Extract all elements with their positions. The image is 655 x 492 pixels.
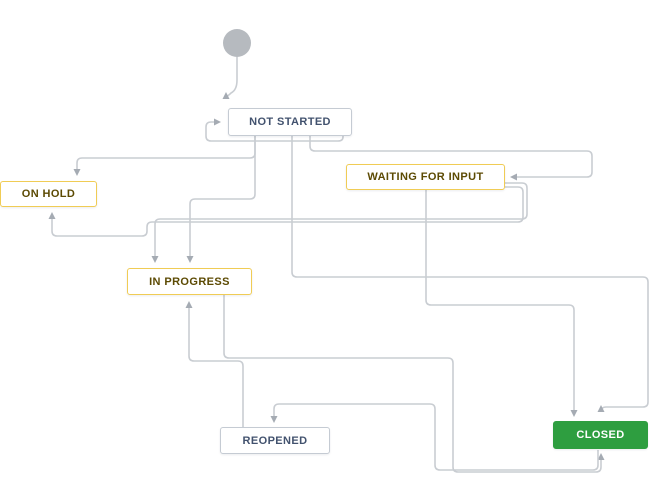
edge-closed-to-reopened [270, 403, 599, 471]
node-not-started[interactable]: NOT STARTED [228, 108, 352, 136]
edge-not-started-to-closed [291, 136, 649, 413]
node-not-started-label: NOT STARTED [249, 116, 331, 128]
node-closed[interactable]: CLOSED [553, 421, 648, 449]
edge-not-started-to-in-progress [186, 136, 256, 263]
node-in-progress-label: IN PROGRESS [149, 275, 230, 288]
start-node-circle[interactable] [223, 29, 251, 57]
edge-start-to-not-started [222, 57, 238, 100]
node-reopened[interactable]: REOPENED [220, 427, 330, 454]
node-closed-label: CLOSED [576, 429, 625, 441]
node-waiting-for-input[interactable]: WAITING FOR INPUT [346, 164, 505, 190]
node-reopened-label: REOPENED [242, 434, 308, 447]
edge-in-progress-to-closed [223, 295, 605, 473]
edge-waiting-for-input-to-in-progress [151, 182, 528, 263]
edge-waiting-for-input-to-closed [425, 190, 578, 417]
edge-not-started-self-loop [205, 118, 344, 142]
node-in-progress[interactable]: IN PROGRESS [127, 268, 252, 295]
node-waiting-for-input-label: WAITING FOR INPUT [367, 171, 484, 183]
node-on-hold-label: ON HOLD [21, 188, 76, 200]
edge-reopened-to-in-progress [185, 301, 244, 427]
edge-not-started-to-waiting-for-input [309, 136, 593, 181]
edge-waiting-for-input-to-on-hold [48, 186, 524, 237]
node-on-hold[interactable]: ON HOLD [0, 181, 97, 207]
